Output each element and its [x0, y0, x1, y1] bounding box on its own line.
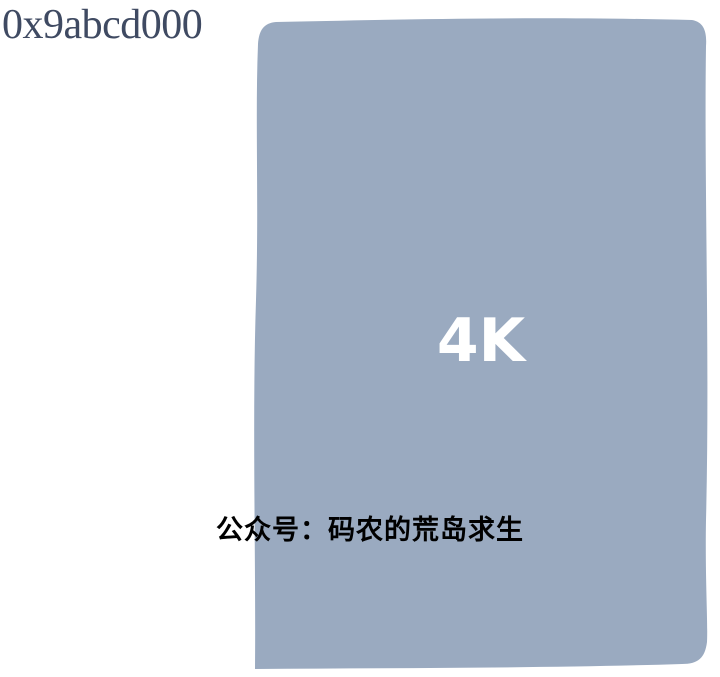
memory-page-shape	[254, 18, 708, 669]
watermark-text: 公众号：码农的荒岛求生	[216, 515, 524, 546]
address-label: 0x9abcd000	[2, 2, 203, 48]
page-size-label: 4K	[436, 306, 526, 376]
